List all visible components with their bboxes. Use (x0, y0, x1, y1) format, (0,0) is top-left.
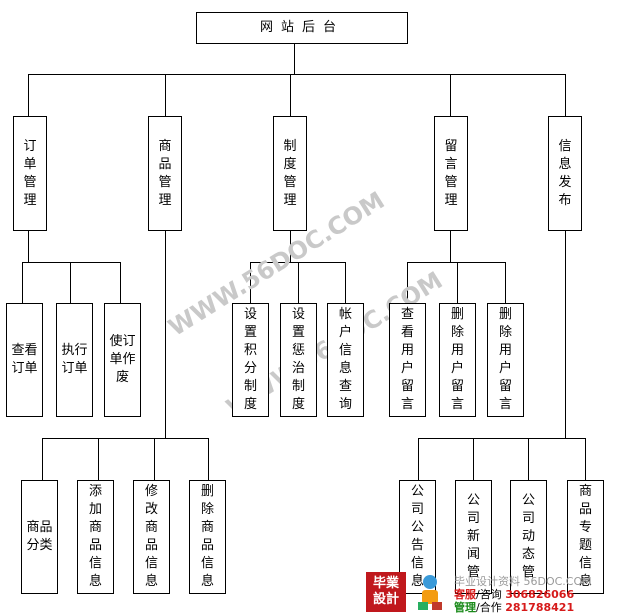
category-node-goods: 商品管理 (148, 116, 182, 231)
leaf-node: 帐户信息查询 (327, 303, 364, 417)
leaf-node: 公司动态管 (510, 480, 547, 594)
category-label: 留言管理 (444, 138, 458, 208)
category-label: 制度管理 (283, 138, 297, 208)
category-node-order: 订单管理 (13, 116, 47, 231)
root-node-label: 网站后台 (259, 20, 344, 35)
leaf-label: 修改商品信息 (144, 484, 158, 589)
leaf-node: 使订单作废 (104, 303, 141, 417)
qq-number[interactable]: 306826066 (505, 588, 575, 601)
service-label: 客服 (454, 588, 476, 601)
leaf-node: 设置惩治制度 (280, 303, 317, 417)
contact-panel: 毕业设计资料 56DOC.COM 客服/咨询 306826066 管理/合作 2… (454, 573, 614, 615)
category-label: 订单管理 (23, 138, 37, 208)
category-node-publish: 信息发布 (548, 116, 582, 231)
coop-label: /合作 (476, 601, 502, 614)
category-node-message: 留言管理 (434, 116, 468, 231)
site-logo-line: 毕業 (372, 576, 399, 591)
leaf-label: 删除用户留言 (498, 307, 512, 412)
qq-number[interactable]: 281788421 (505, 601, 575, 614)
leaf-node: 查看订单 (6, 303, 43, 417)
leaf-label: 公司新闻管 (466, 493, 480, 580)
site-caption: 毕业设计资料 56DOC.COM (454, 575, 592, 588)
leaf-node: 执行订单 (56, 303, 93, 417)
leaf-label: 添加商品信息 (88, 484, 102, 589)
leaf-label: 设置惩治制度 (291, 307, 305, 412)
category-node-policy: 制度管理 (273, 116, 307, 231)
leaf-label: 查看用户留言 (400, 307, 414, 412)
site-logo: 毕業 設計 (366, 572, 406, 612)
category-label: 商品管理 (158, 138, 172, 208)
leaf-label: 删除商品信息 (200, 484, 214, 589)
leaf-node: 查看用户留言 (389, 303, 426, 417)
service-row: 客服/咨询 306826066 (454, 586, 574, 602)
category-label: 信息发布 (558, 138, 572, 208)
leaf-label: 商品分类 (26, 520, 53, 553)
leaf-node: 删除用户留言 (439, 303, 476, 417)
leaf-label: 公司动态管 (521, 493, 535, 580)
leaf-label: 执行订单 (61, 343, 88, 376)
site-logo-line: 設計 (372, 592, 399, 607)
leaf-node: 修改商品信息 (133, 480, 170, 594)
leaf-label: 使订单作废 (109, 334, 136, 385)
leaf-label: 公司公告信息 (410, 484, 424, 589)
leaf-label: 帐户信息查询 (338, 307, 352, 412)
leaf-node: 添加商品信息 (77, 480, 114, 594)
leaf-node: 删除商品信息 (189, 480, 226, 594)
leaf-node: 设置积分制度 (232, 303, 269, 417)
leaf-node: 删除用户留言 (487, 303, 524, 417)
leaf-label: 删除用户留言 (450, 307, 464, 412)
leaf-label: 商品专题信息 (578, 484, 592, 589)
mascot-icon (418, 575, 442, 610)
manage-label: 管理 (454, 601, 476, 614)
consult-label: /咨询 (476, 588, 502, 601)
root-node: 网站后台 (196, 12, 408, 44)
leaf-label: 设置积分制度 (243, 307, 257, 412)
leaf-node: 商品分类 (21, 480, 58, 594)
manage-row: 管理/合作 281788421 (454, 599, 574, 615)
leaf-node: 商品专题信息 (567, 480, 604, 594)
leaf-node: 公司新闻管 (455, 480, 492, 594)
leaf-label: 查看订单 (11, 343, 38, 376)
